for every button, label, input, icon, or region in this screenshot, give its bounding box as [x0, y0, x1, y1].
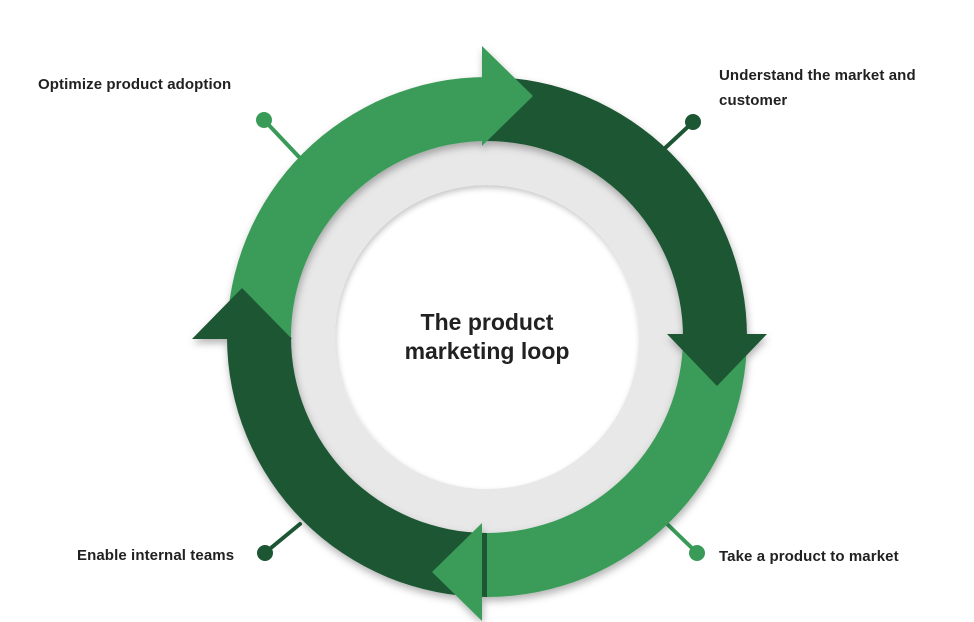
connector-dot-take	[689, 545, 705, 561]
connector-line-enable	[264, 522, 302, 554]
arrowhead-top-right-icon	[482, 46, 533, 146]
arc-take-to-market	[487, 337, 747, 597]
connector-line-take	[662, 519, 698, 554]
connector-dot-optimize	[256, 112, 272, 128]
arc-optimize	[227, 77, 487, 337]
arc-enable	[227, 337, 487, 597]
arrowhead-right-down-icon	[667, 334, 767, 386]
loop-band	[192, 46, 767, 621]
diagram-title: The product marketing loop	[404, 309, 570, 364]
stage-label-take-to-market: Take a product to market	[719, 548, 899, 565]
arrowhead-bottom-left-icon	[432, 523, 482, 621]
connector-dot-understand	[685, 114, 701, 130]
arc-understand	[487, 77, 747, 337]
stage-label-enable: Enable internal teams	[77, 547, 235, 564]
connector-line-optimize	[263, 119, 301, 159]
stage-label-understand: Understand the market and customer	[719, 67, 916, 109]
connectors	[256, 112, 705, 561]
connector-dot-enable	[257, 545, 273, 561]
inner-track-ring	[291, 141, 683, 533]
arrowhead-left-up-icon	[192, 288, 292, 339]
connector-line-understand	[661, 121, 694, 152]
stage-label-optimize: Optimize product adoption	[38, 76, 232, 93]
